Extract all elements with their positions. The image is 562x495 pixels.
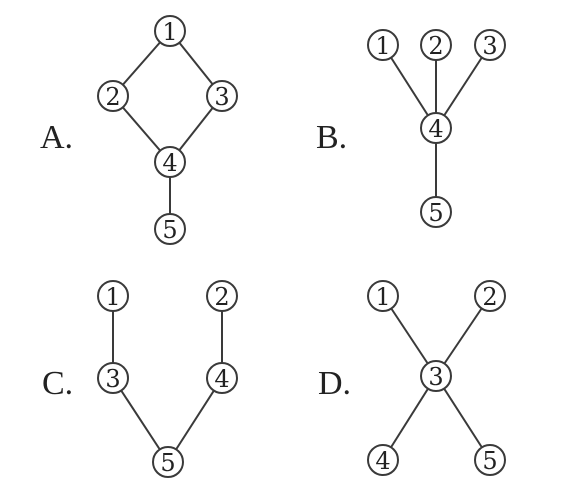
node-label: 1 (375, 283, 390, 311)
node-circle (97, 362, 129, 394)
node-label: 5 (428, 199, 443, 227)
node-label: 1 (105, 283, 120, 311)
option-a-node-3: 3 (206, 80, 238, 112)
node-label: 4 (162, 149, 177, 177)
node-label: 5 (162, 216, 177, 244)
node-circle (367, 280, 399, 312)
node-circle (474, 280, 506, 312)
node-circle (420, 29, 452, 61)
option-a-node-1: 1 (154, 15, 186, 47)
node-label: 5 (482, 447, 497, 475)
node-circle (154, 146, 186, 178)
node-label: 1 (375, 32, 390, 60)
node-label: 3 (105, 365, 120, 393)
option-d-nodes: 1 2 3 4 5 (367, 280, 506, 476)
option-c-node-3: 3 (97, 362, 129, 394)
option-b-label: B. (316, 119, 347, 156)
option-d-edge-2-3 (435, 295, 491, 377)
option-c-node-4: 4 (206, 362, 238, 394)
option-c-edge-4-5 (167, 377, 223, 463)
option-d-node-3: 3 (420, 360, 452, 392)
node-circle (367, 29, 399, 61)
option-a-node-2: 2 (97, 80, 129, 112)
node-label: 2 (214, 283, 229, 311)
option-b-node-3: 3 (474, 29, 506, 61)
node-circle (97, 280, 129, 312)
node-label: 4 (375, 447, 390, 475)
option-b-node-1: 1 (367, 29, 399, 61)
option-d-edge-3-4 (382, 375, 437, 461)
node-circle (154, 213, 186, 245)
option-d-node-1: 1 (367, 280, 399, 312)
node-circle (206, 80, 238, 112)
node-circle (154, 15, 186, 47)
option-c-label: C. (42, 365, 73, 402)
node-circle (367, 444, 399, 476)
node-label: 2 (482, 283, 497, 311)
option-b-nodes: 1 2 3 4 5 (367, 29, 506, 228)
option-a-graph: A. 1 2 3 4 5 (40, 15, 238, 245)
node-label: 2 (105, 83, 120, 111)
option-a-edges (112, 30, 223, 229)
option-b-edge-1-4 (382, 44, 437, 129)
node-circle (474, 444, 506, 476)
node-circle (420, 196, 452, 228)
option-b-node-2: 2 (420, 29, 452, 61)
option-c-edge-3-5 (112, 377, 169, 463)
option-b-node-4: 4 (420, 112, 452, 144)
option-c-edges (112, 296, 223, 463)
option-a-nodes: 1 2 3 4 5 (97, 15, 238, 245)
node-circle (206, 280, 238, 312)
option-d-node-5: 5 (474, 444, 506, 476)
option-c-node-1: 1 (97, 280, 129, 312)
node-label: 3 (482, 32, 497, 60)
option-d-edge-3-5 (435, 375, 491, 461)
node-circle (420, 112, 452, 144)
node-label: 4 (214, 365, 229, 393)
option-d-label: D. (318, 365, 351, 402)
option-c-nodes: 1 2 3 4 5 (97, 280, 238, 478)
option-a-node-5: 5 (154, 213, 186, 245)
node-circle (420, 360, 452, 392)
option-a-label: A. (40, 119, 73, 156)
option-b-graph: B. 1 2 3 4 5 (316, 29, 506, 228)
option-c-node-5: 5 (152, 446, 184, 478)
option-d-node-2: 2 (474, 280, 506, 312)
node-label: 5 (160, 449, 175, 477)
option-d-graph: D. 1 2 3 4 5 (318, 280, 506, 476)
option-d-node-4: 4 (367, 444, 399, 476)
option-a-node-4: 4 (154, 146, 186, 178)
option-c-graph: C. 1 2 3 4 5 (42, 280, 238, 478)
node-label: 4 (428, 115, 443, 143)
node-label: 2 (428, 32, 443, 60)
node-label: 1 (162, 18, 177, 46)
option-c-node-2: 2 (206, 280, 238, 312)
node-label: 3 (214, 83, 229, 111)
node-circle (206, 362, 238, 394)
option-b-edge-3-4 (435, 44, 491, 129)
node-circle (152, 446, 184, 478)
option-b-node-5: 5 (420, 196, 452, 228)
node-circle (97, 80, 129, 112)
node-label: 3 (428, 363, 443, 391)
node-circle (474, 29, 506, 61)
